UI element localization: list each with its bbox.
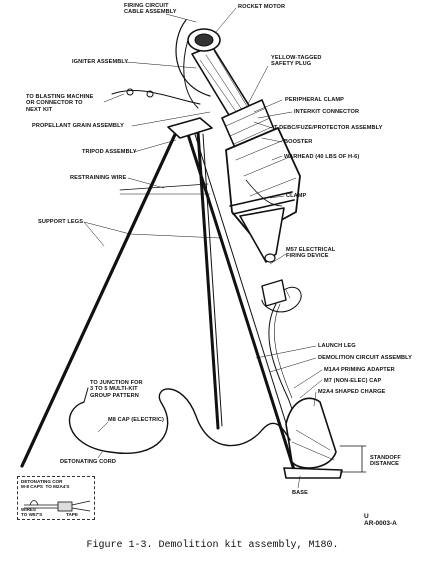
label-warhead: WARHEAD (40 LBS OF H-6): [284, 154, 360, 160]
label-firing-cable: FIRING CIRCUIT CABLE ASSEMBLY: [124, 3, 177, 16]
label-launch-leg: LAUNCH LEG: [318, 343, 356, 349]
detonating-cord-path: [68, 388, 291, 454]
label-m1a4: M1A4 PRIMING ADAPTER: [324, 367, 395, 373]
m2a4-shaped-charge: [285, 397, 337, 469]
label-booster: BOOSTER: [284, 139, 313, 145]
label-detonating-cord: DETONATING CORD: [60, 459, 116, 465]
label-base: BASE: [292, 490, 308, 496]
label-interkit: INTERKIT CONNECTOR: [294, 109, 360, 115]
support-leg-left-inner: [24, 133, 177, 463]
tripod-head: [167, 117, 213, 139]
launch-leg: [184, 126, 298, 478]
label-m8: M8 CAP (ELECTRIC): [108, 417, 164, 423]
figure-code: U AR-0003-A: [364, 513, 397, 527]
label-propellant: PROPELLANT GRAIN ASSEMBLY: [32, 123, 124, 129]
label-m7: M7 (NON-ELEC) CAP: [324, 378, 382, 384]
label-safety-plug: YELLOW-TAGGED SAFETY PLUG: [271, 55, 322, 68]
label-clamp: CLAMP: [286, 193, 307, 199]
figure-caption: Figure 1-3. Demolition kit assembly, M18…: [86, 540, 339, 551]
label-blasting-machine: TO BLASTING MACHINE OR CONNECTOR TO NEXT…: [26, 94, 94, 113]
support-leg-right-inner: [202, 133, 223, 427]
label-m57: M57 ELECTRICAL FIRING DEVICE: [286, 247, 336, 260]
standoff-marker: [339, 445, 367, 473]
detonating-cord-inset: DETONATING COR M-8 CAPS TO M2A4'S WIRES …: [17, 476, 95, 520]
warhead-nose: [239, 207, 285, 263]
label-standoff: STANDOFF DISTANCE: [370, 455, 401, 468]
m57-firing-device: [261, 279, 287, 307]
label-tdebc: T-DEBC/FUZE/PROTECTOR ASSEMBLY: [274, 125, 383, 131]
restraining-wire: [119, 183, 209, 191]
inset-tape: TAPE: [66, 512, 78, 517]
label-igniter: IGNITER ASSEMBLY: [72, 59, 129, 65]
label-support-legs: SUPPORT LEGS: [38, 219, 84, 225]
label-restraining-wire: RESTRAINING WIRE: [70, 175, 127, 181]
inset-wires: WIRES TO W57'S: [21, 507, 43, 518]
label-m2a4: M2A4 SHAPED CHARGE: [318, 389, 386, 395]
label-demolition-circuit: DEMOLITION CIRCUIT ASSEMBLY: [318, 355, 412, 361]
inset-drawing: [24, 500, 91, 512]
label-rocket-motor: ROCKET MOTOR: [238, 4, 286, 10]
support-leg-left: [20, 126, 180, 468]
label-junction: TO JUNCTION FOR 3 TO 5 MULTI-KIT GROUP P…: [90, 380, 143, 399]
label-peripheral-clamp: PERIPHERAL CLAMP: [285, 97, 344, 103]
clamp: [229, 191, 295, 215]
inset-title: DETONATING COR M-8 CAPS TO M2A4'S: [21, 479, 70, 490]
firing-cable: [175, 19, 211, 97]
label-tripod: TRIPOD ASSEMBLY: [82, 149, 137, 155]
blasting-machine-cable: [111, 90, 201, 105]
base: [283, 467, 343, 479]
